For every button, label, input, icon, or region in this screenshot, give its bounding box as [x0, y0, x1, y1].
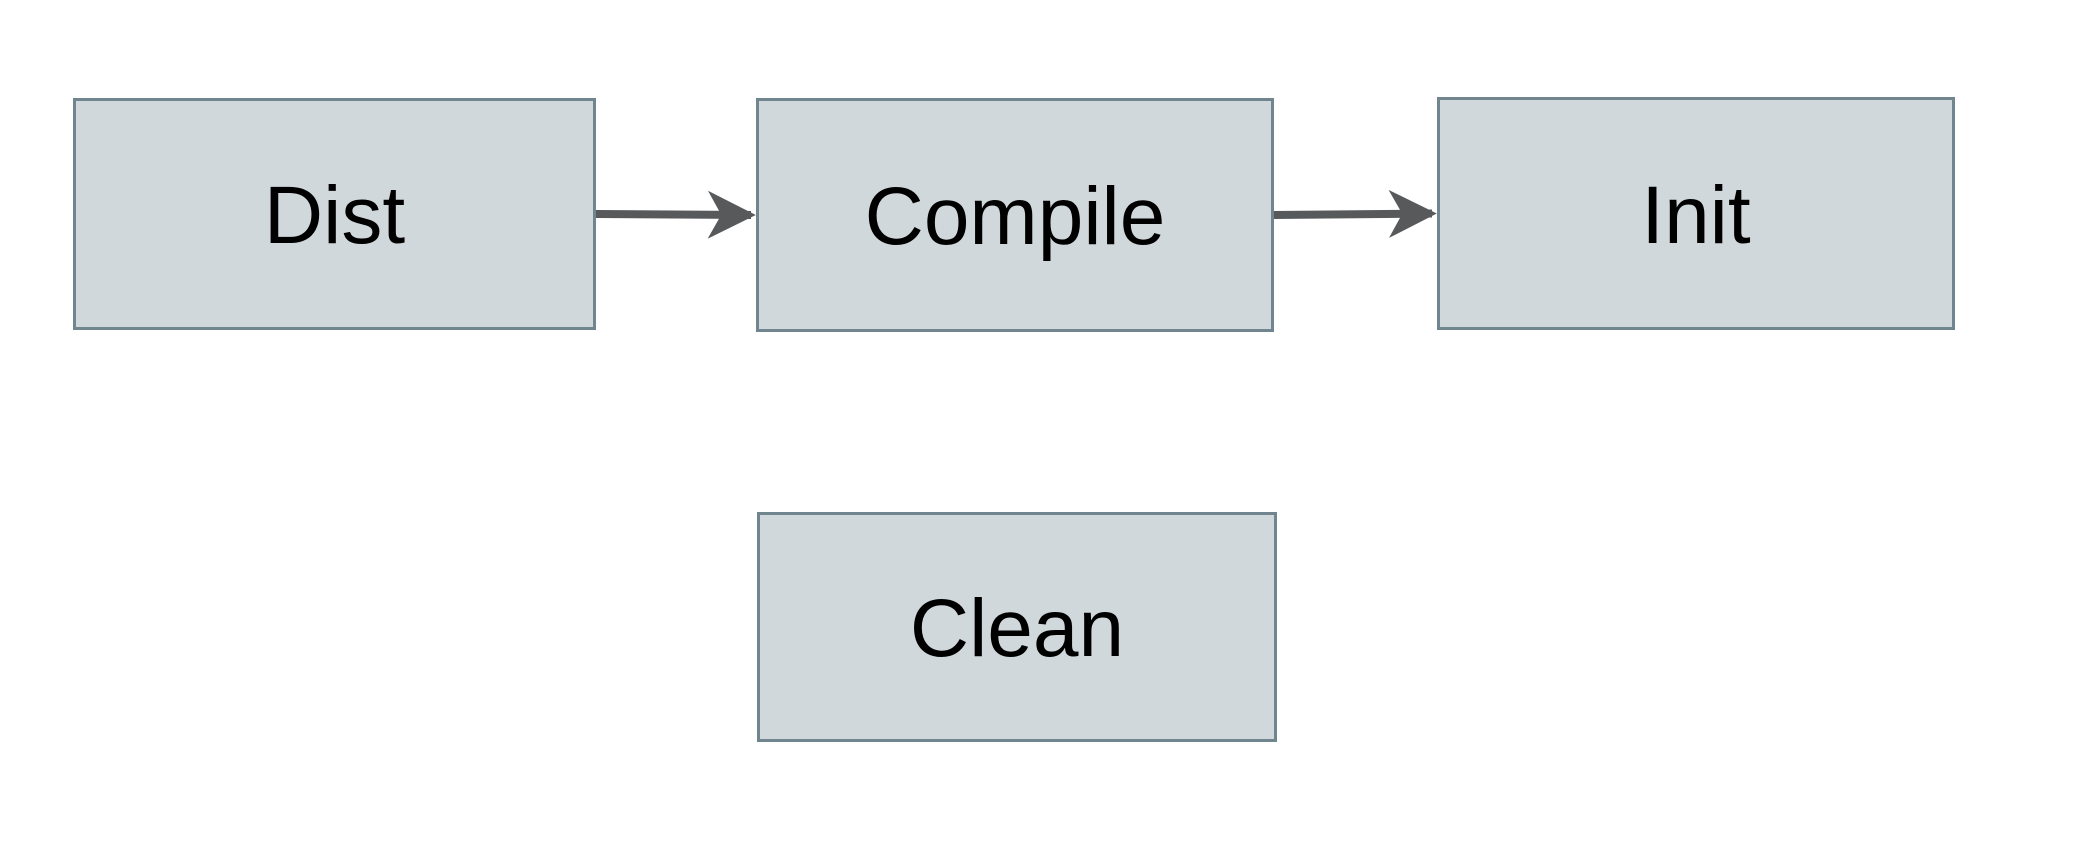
node-init: Init [1437, 97, 1955, 330]
node-init-label: Init [1641, 169, 1751, 261]
node-compile: Compile [756, 98, 1274, 332]
node-dist: Dist [73, 98, 596, 330]
node-clean: Clean [757, 512, 1277, 742]
arrow-dist-to-compile [595, 190, 756, 239]
node-clean-label: Clean [909, 583, 1125, 674]
node-compile-label: Compile [864, 171, 1166, 262]
node-dist-label: Dist [263, 170, 406, 261]
arrow-compile-to-init [1273, 189, 1437, 238]
